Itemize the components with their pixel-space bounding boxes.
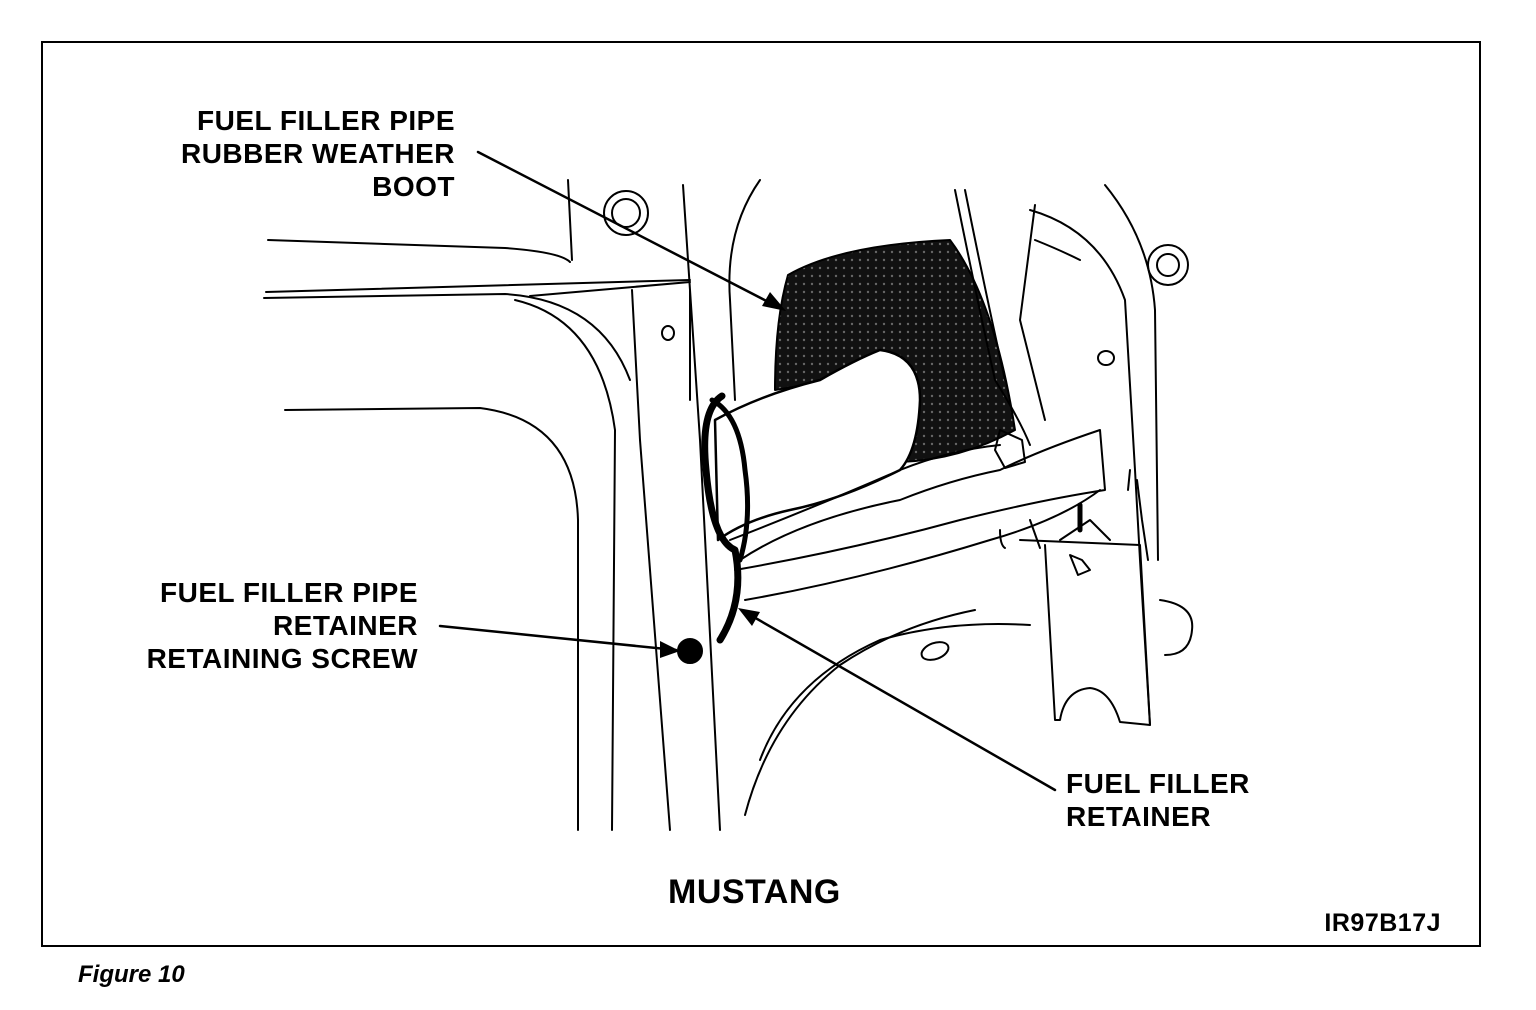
rubber-boot bbox=[774, 239, 1016, 463]
bolt-inner bbox=[611, 198, 641, 228]
pillar-top-1 bbox=[567, 179, 573, 261]
pillar-top-2 bbox=[682, 184, 691, 401]
retainer-ring bbox=[701, 392, 742, 644]
arrowhead-retainer bbox=[738, 608, 760, 626]
bracket-strap bbox=[734, 429, 1106, 571]
label-line: FUEL FILLER PIPE bbox=[160, 577, 418, 608]
model-caption: MUSTANG bbox=[668, 873, 841, 911]
panel-line-3 bbox=[263, 293, 631, 381]
lower-right-arc bbox=[1159, 599, 1194, 656]
lower-arch-2 bbox=[744, 609, 976, 816]
arch-curve-2 bbox=[284, 407, 579, 831]
right-pillar-1 bbox=[954, 189, 1031, 446]
figure-number: Figure 10 bbox=[78, 961, 185, 988]
leader-screw bbox=[438, 624, 678, 652]
pillar-left bbox=[631, 289, 671, 831]
label-fuel-filler-retainer: FUEL FILLER RETAINER bbox=[1066, 767, 1250, 833]
bolt-outer bbox=[603, 190, 649, 236]
leader-retainer bbox=[743, 610, 1057, 792]
right-panel-outer bbox=[1104, 184, 1159, 561]
right-bolt-inner bbox=[1156, 253, 1180, 277]
label-line: BOOT bbox=[372, 171, 455, 202]
center-curve bbox=[728, 179, 761, 401]
label-line: FUEL FILLER PIPE bbox=[197, 105, 455, 136]
right-pillar-2 bbox=[1019, 204, 1046, 421]
right-bolt-outer bbox=[1147, 244, 1189, 286]
pillar-right bbox=[689, 289, 721, 831]
label-line: RETAINING SCREW bbox=[146, 643, 418, 674]
bracket-lower bbox=[744, 489, 1101, 601]
label-retaining-screw: FUEL FILLER PIPE RETAINER RETAINING SCRE… bbox=[147, 576, 418, 675]
label-line: FUEL FILLER bbox=[1066, 768, 1250, 799]
label-line: RUBBER WEATHER bbox=[180, 138, 455, 169]
pipe-lower-edge bbox=[729, 444, 1001, 541]
lower-bracket bbox=[1019, 539, 1151, 726]
label-line: RETAINER bbox=[272, 610, 418, 641]
figure-frame bbox=[41, 41, 1481, 947]
arrowhead-screw bbox=[660, 641, 680, 658]
right-panel-edge bbox=[1029, 209, 1151, 726]
bracket-nut bbox=[994, 429, 1026, 469]
leader-boot bbox=[476, 150, 782, 310]
upper-panel-line bbox=[267, 239, 571, 263]
arrowhead-boot bbox=[762, 292, 786, 311]
figure-code: IR97B17J bbox=[1324, 909, 1441, 937]
pillar-cross bbox=[529, 281, 691, 297]
arch-curve-1 bbox=[514, 299, 616, 831]
filler-pipe bbox=[713, 348, 922, 542]
label-line: RETAINER bbox=[1066, 801, 1212, 832]
lower-arch-1 bbox=[759, 623, 1031, 761]
panel-line-2 bbox=[265, 279, 691, 293]
retaining-screw bbox=[677, 638, 703, 664]
label-rubber-weather-boot: FUEL FILLER PIPE RUBBER WEATHER BOOT bbox=[181, 104, 455, 203]
